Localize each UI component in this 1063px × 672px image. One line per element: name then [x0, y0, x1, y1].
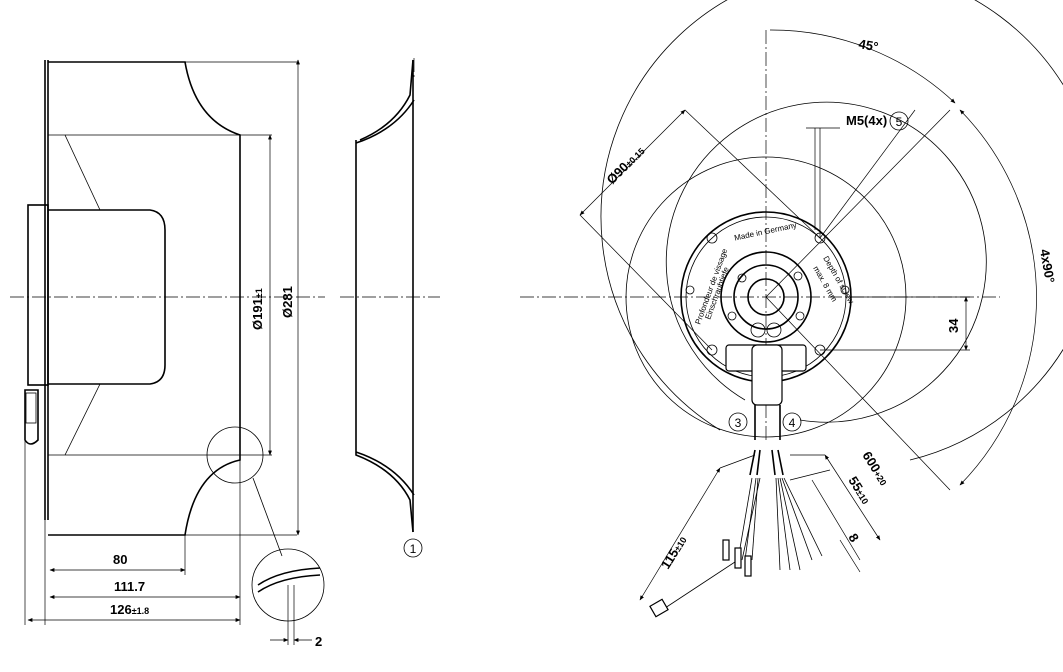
callout-3-circle	[728, 412, 748, 432]
callout-1: 1	[410, 542, 417, 556]
thread-spec: M5(4x)	[846, 113, 887, 128]
front-view	[520, 0, 1063, 618]
dim-len-80: 80	[113, 552, 127, 567]
label-made-in-germany: Made in Germany	[733, 221, 797, 243]
dim-angle-4x90: 4x90°	[1037, 248, 1058, 284]
callout-4-circle	[782, 412, 802, 432]
dim-offset-34: 34	[946, 318, 961, 333]
callout-5-circle	[889, 111, 909, 131]
callout-4: 4	[789, 416, 796, 430]
dim-len-8: 8	[845, 531, 862, 545]
dim-len-111-7: 111.7	[114, 579, 145, 594]
dim-len-126: 126±1.8	[110, 602, 149, 617]
dim-len-115: 115±10	[658, 533, 690, 571]
callout-3: 3	[735, 416, 742, 430]
dim-detail-2: 2	[315, 634, 322, 649]
dim-angle-45: 45°	[857, 36, 879, 54]
callout-1-circle	[403, 538, 423, 558]
dim-dia-281: Ø281	[280, 286, 295, 318]
side-view	[10, 59, 325, 645]
dim-dia-191: Ø191±1	[250, 288, 265, 330]
callout-5: 5	[896, 115, 903, 129]
inlet-ring-section	[340, 58, 440, 533]
screw-holes	[685, 232, 850, 356]
dim-len-55: 55±10	[845, 474, 873, 507]
